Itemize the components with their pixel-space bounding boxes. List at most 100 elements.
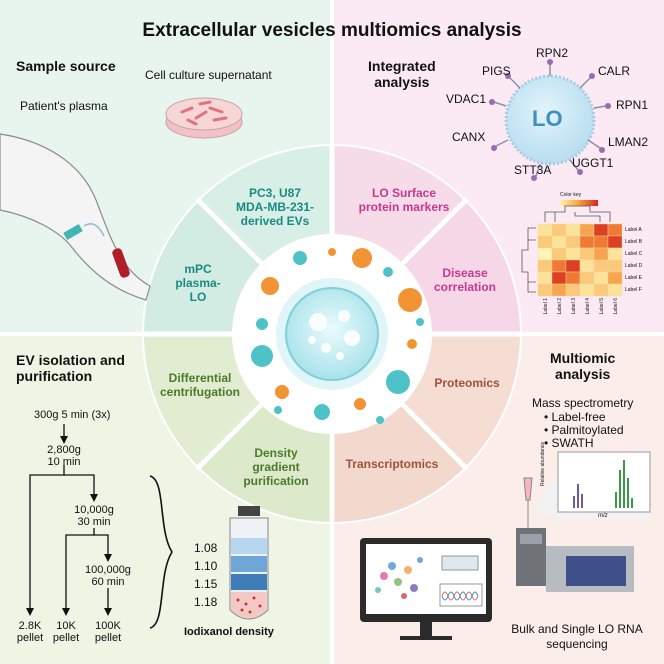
- pellet-2-8k-line2: pellet: [16, 632, 44, 644]
- figure-title: Extracellular vesicles multiomics analys…: [142, 20, 522, 41]
- heading-isolation-line1: EV isolation and: [16, 352, 125, 368]
- step-2800g: 2,800g 10 min: [38, 444, 90, 468]
- heatmap-col-label: Label 6: [613, 298, 619, 315]
- wheel-label-density-line2: gradient: [252, 460, 300, 474]
- wheel-label-lo-surface: LO Surface protein markers: [346, 186, 462, 214]
- heatmap-cell: [537, 283, 553, 297]
- label-cell-culture: Cell culture supernatant: [145, 68, 272, 82]
- heading-multiomic-line1: Multiomic: [550, 350, 616, 366]
- heatmap-row-label: Label B: [625, 239, 642, 245]
- wheel-label-pc3: PC3, U87 MDA-MB-231- derived EVs: [222, 186, 328, 228]
- heatmap-cell: [607, 271, 623, 285]
- heatmap-key-label: Color key: [560, 192, 582, 198]
- lo-label: LO: [532, 106, 563, 131]
- heatmap-col-label: Label 5: [599, 298, 605, 315]
- lo-vesicle-icon: [504, 74, 596, 166]
- heatmap-cell: [565, 235, 581, 249]
- marker-stt3a: STT3A: [514, 163, 552, 177]
- heatmap-cell: [537, 247, 553, 261]
- heatmap-row-label: Label F: [625, 287, 642, 293]
- lo-vesicle-diagram: [489, 59, 611, 181]
- heading-isolation: EV isolation and purification: [16, 352, 125, 384]
- surrounding-dots: [251, 248, 424, 424]
- heatmap-row-label: Label E: [625, 275, 642, 281]
- wheel-label-mpc-line2: plasma-: [175, 276, 221, 290]
- rna-caption: Bulk and Single LO RNA sequencing: [502, 622, 652, 652]
- petri-dish-icon: [165, 97, 243, 139]
- heatmap-cell: [537, 259, 553, 273]
- heatmap-cell: [565, 247, 581, 261]
- step-100000g-line1: 100,000g: [85, 564, 131, 576]
- step-100000g-line2: 60 min: [91, 576, 125, 588]
- pellet-10k-line2: pellet: [52, 632, 80, 644]
- pellet-100k-line1: 100K: [95, 620, 121, 632]
- marker-canx: CANX: [452, 130, 486, 144]
- wheel-label-disease-line1: Disease: [442, 266, 488, 280]
- heatmap-cell: [579, 271, 595, 285]
- ms-item-swath-text: SWATH: [551, 436, 594, 450]
- step-100000g: 100,000g 60 min: [76, 564, 140, 588]
- wheel-label-transcriptomics: Transcriptomics: [336, 457, 448, 471]
- heatmap-cell: [551, 283, 567, 297]
- wheel-label-density: Density gradient purification: [226, 446, 326, 488]
- heatmap-cell: [607, 259, 623, 273]
- pellet-2-8k: 2.8K pellet: [10, 620, 50, 644]
- marker-pigs: PIGS: [482, 64, 511, 78]
- heatmap-row-label: Label C: [625, 251, 643, 257]
- heatmap-color-key: [560, 200, 598, 206]
- center-vesicle: [251, 248, 424, 424]
- bracket: [149, 475, 173, 629]
- heatmap-col-label: Label 4: [585, 298, 591, 315]
- pellet-100k: 100K pellet: [88, 620, 128, 644]
- heatmap-cell: [593, 223, 609, 237]
- mass-spectrometer-icon: [516, 477, 634, 592]
- wheel-label-proteomics-line1: Proteomics: [434, 376, 500, 390]
- heatmap-cell: [551, 259, 567, 273]
- heatmap: [521, 200, 623, 297]
- wheel-label-disease: Disease correlation: [420, 266, 510, 294]
- heatmap-row-label: Label D: [625, 263, 643, 269]
- heatmap-cell: [593, 283, 609, 297]
- heatmap-cell: [551, 271, 567, 285]
- heatmap-cell: [551, 235, 567, 249]
- rna-caption-line2: sequencing: [546, 637, 608, 651]
- heatmap-cell: [537, 235, 553, 249]
- heatmap-dendrogram-left: [521, 227, 536, 293]
- density-caption: Iodixanol density: [184, 626, 274, 638]
- heatmap-col-label: Label 1: [543, 298, 549, 315]
- heatmap-cell: [551, 223, 567, 237]
- heading-isolation-line2: purification: [16, 368, 93, 384]
- density-tube-icon: [229, 506, 269, 620]
- spectrum-ylabel: Relative abundance: [540, 441, 546, 486]
- marker-vdac1: VDAC1: [446, 92, 487, 106]
- density-1-10: 1.10: [194, 559, 218, 573]
- wheel-label-lo-surface-line2: protein markers: [358, 200, 450, 214]
- density-1-18: 1.18: [194, 595, 218, 609]
- heatmap-cell: [607, 223, 623, 237]
- heading-integrated-line2: analysis: [374, 74, 430, 90]
- heatmap-cell: [565, 283, 581, 297]
- vesicle-icon: [285, 287, 379, 381]
- centrifugation-flow: [29, 424, 173, 629]
- heading-integrated: Integrated analysis: [368, 58, 436, 90]
- wheel-label-mpc-line1: mPC: [184, 262, 212, 276]
- heatmap-row-label: Label A: [625, 227, 642, 233]
- ms-item-label-free: • Label-free: [544, 410, 606, 424]
- wheel-label-differential: Differential centrifugation: [150, 371, 250, 399]
- step-2800g-line1: 2,800g: [47, 444, 81, 456]
- density-1-08: 1.08: [194, 541, 218, 555]
- wheel: [142, 144, 522, 524]
- heatmap-cell: [607, 247, 623, 261]
- step-10000g-line2: 30 min: [77, 516, 111, 528]
- flow-arrowheads: [26, 436, 112, 616]
- heatmap-cell: [607, 283, 623, 297]
- marker-lman2: LMAN2: [608, 135, 649, 149]
- ms-item-label-free-text: Label-free: [551, 410, 606, 424]
- ms-item-swath: • SWATH: [544, 436, 594, 450]
- marker-uggt1: UGGT1: [572, 156, 614, 170]
- pellet-2-8k-line1: 2.8K: [18, 620, 42, 632]
- heatmap-cell: [593, 259, 609, 273]
- heatmap-cell: [537, 223, 553, 237]
- heatmap-cell: [579, 283, 595, 297]
- heatmap-dendrogram-top: [544, 205, 611, 222]
